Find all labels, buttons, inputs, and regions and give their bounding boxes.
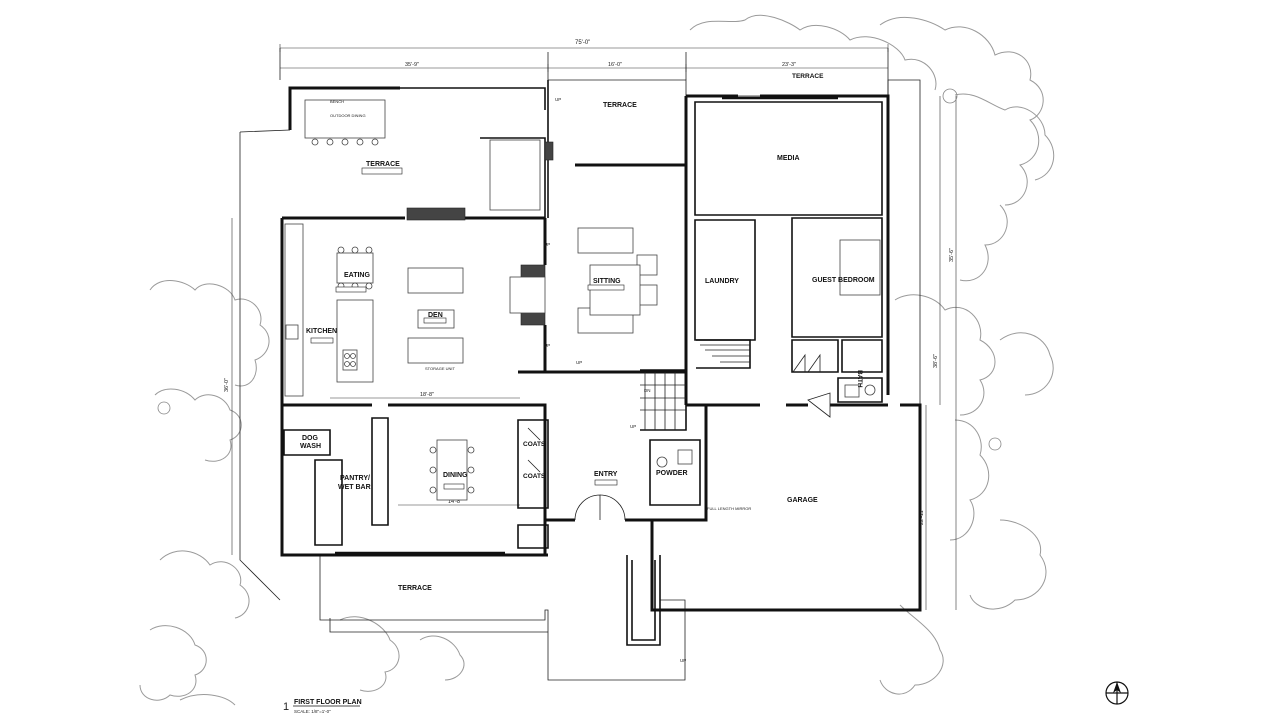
stair-treads <box>640 344 750 430</box>
label-dining: DINING <box>443 472 468 479</box>
label-powder: POWDER <box>656 470 688 477</box>
label-terrace-bottom: TERRACE <box>398 585 432 592</box>
callout-tags <box>310 167 625 490</box>
annotations: OUTDOOR DINING BENCH STORAGE UNIT FULL L… <box>330 99 751 511</box>
note-bench: BENCH <box>330 99 344 104</box>
drawing-title: FIRST FLOOR PLAN <box>294 699 362 706</box>
grid-bubbles <box>157 88 1002 451</box>
dim-depth-right-2: 38'-6" <box>933 354 939 368</box>
marker-up-5: UP <box>630 424 636 429</box>
label-kitchen: KITCHEN <box>306 328 337 335</box>
interior-walls <box>283 101 883 646</box>
dimension-lines-top <box>231 44 957 610</box>
label-guest-bedroom: GUEST BEDROOM <box>812 277 875 284</box>
label-garage: GARAGE <box>787 497 818 504</box>
label-dog-wash-1: DOG <box>302 435 319 442</box>
landscape-trees <box>139 14 1055 706</box>
label-pantry-1: PANTRY/ <box>340 475 370 482</box>
dim-overall-width: 75'-0" <box>575 40 590 46</box>
label-coats-2: COATS <box>523 473 546 480</box>
label-terrace-top-center: TERRACE <box>603 102 637 109</box>
marker-dn-1: DN <box>644 388 651 393</box>
dim-den-width: 18'-8" <box>420 392 434 398</box>
furniture <box>284 96 881 555</box>
label-laundry: LAUNDRY <box>705 278 739 285</box>
marker-up-6: UP <box>680 658 686 663</box>
label-coats-1: COATS <box>523 441 546 448</box>
label-den: DEN <box>428 312 443 319</box>
label-entry: ENTRY <box>594 471 618 478</box>
north-arrow-icon <box>1105 681 1129 705</box>
room-labels: TERRACE TERRACE TERRACE TERRACE MEDIA LA… <box>300 73 875 592</box>
dim-center-segment: 16'-0" <box>608 62 622 68</box>
marker-up-3: UP <box>544 343 550 348</box>
drawing-number: 1 <box>283 701 289 713</box>
label-bath: BATH <box>856 370 863 388</box>
dim-garage-depth: 22'-11" <box>919 508 925 525</box>
marker-up-4: UP <box>576 360 582 365</box>
dim-depth-left: 36'-0" <box>224 378 230 392</box>
note-full-length-mirror: FULL LENGTH MIRROR <box>707 506 751 511</box>
dim-left-segment: 35'-9" <box>405 62 419 68</box>
marker-up-2: UP <box>544 242 550 247</box>
title-block: 1 FIRST FLOOR PLAN SCALE: 1/8"=1'-0" <box>283 699 362 714</box>
label-terrace-top-right: TERRACE <box>792 73 824 80</box>
label-pantry-2: WET BAR <box>338 484 371 491</box>
level-markers: UP UP UP UP UP UP DN <box>544 97 686 663</box>
label-sitting: SITTING <box>593 278 621 285</box>
note-storage-unit: STORAGE UNIT <box>425 366 455 371</box>
label-dog-wash-2: WASH <box>300 443 321 450</box>
marker-up-1: UP <box>555 97 561 102</box>
note-outdoor-dining: OUTDOOR DINING <box>330 113 366 118</box>
dim-depth-right-1: 35'-6" <box>949 248 955 262</box>
dim-right-segment: 23'-3" <box>782 62 796 68</box>
exterior-walls <box>280 80 922 612</box>
drawing-scale: SCALE: 1/8"=1'-0" <box>294 709 331 714</box>
label-eating: EATING <box>344 272 370 279</box>
label-terrace-top-left: TERRACE <box>366 161 400 168</box>
dim-dining-width: 14'-8" <box>448 499 462 505</box>
label-media: MEDIA <box>777 155 800 162</box>
